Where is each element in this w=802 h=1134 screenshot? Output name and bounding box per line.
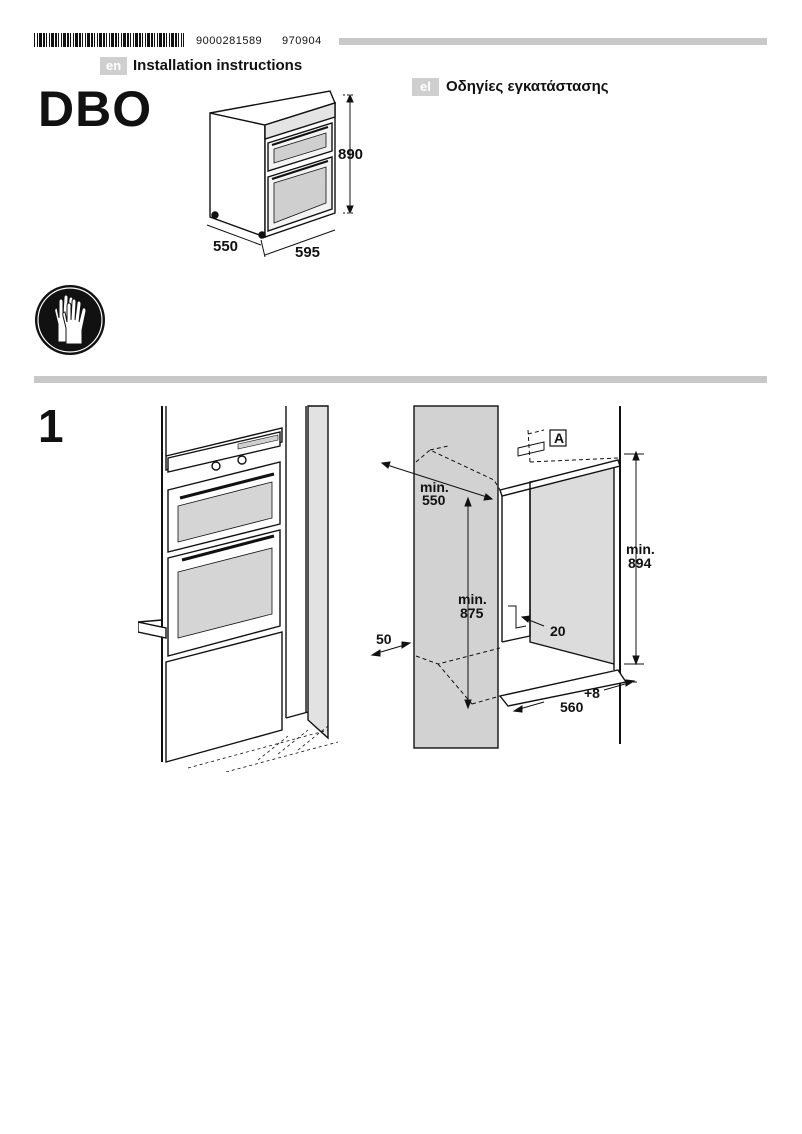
- barcode: [34, 33, 186, 47]
- gap-top-label: 20: [550, 623, 566, 639]
- wall-pillar: [307, 405, 329, 740]
- oven-width-label: 595: [295, 244, 320, 261]
- niche-dimension-drawing: A min. 550 min. 875 min. 894 20 50 +8 56…: [370, 405, 655, 749]
- marker-a-label: A: [554, 430, 564, 446]
- niche-left-wall: [413, 405, 499, 749]
- model-name: DBO: [38, 81, 153, 137]
- oven-depth-label: 550: [213, 238, 238, 255]
- worktop: [138, 621, 167, 639]
- section-divider: [34, 376, 767, 383]
- oven-height-label: 890: [338, 146, 363, 163]
- oven-control-panel: [264, 102, 336, 140]
- gap-front-label: 50: [376, 631, 392, 647]
- niche-back-wall: [529, 465, 615, 665]
- right-value-label: 894: [628, 555, 652, 571]
- depth-min-label: min.: [420, 479, 449, 495]
- oven-side: [209, 112, 266, 238]
- doc-title-en: Installation instructions: [133, 57, 303, 74]
- height-value-label: 875: [460, 605, 484, 621]
- oven-dimension-drawing: 890 550 595: [206, 90, 363, 261]
- doc-date: 970904: [282, 35, 322, 47]
- height-min-label: min.: [458, 591, 487, 607]
- doc-number: 9000281589: [196, 35, 263, 47]
- step-number: 1: [38, 400, 64, 452]
- depth-value-label: 550: [422, 492, 446, 508]
- base-cabinet-door: [165, 631, 283, 763]
- right-min-label: min.: [626, 541, 655, 557]
- header-rule: [339, 38, 767, 45]
- width-value-label: 560: [560, 699, 584, 715]
- gloves-icon: [35, 285, 105, 355]
- bracket-a: [517, 441, 545, 457]
- width-tolerance-label: +8: [584, 685, 600, 701]
- cabinet-installation-drawing: [138, 405, 339, 772]
- doc-title-el: Οδηγίες εγκατάστασης: [446, 78, 609, 95]
- lang-badge-en: en: [100, 57, 128, 75]
- lang-badge-el: el: [412, 78, 439, 96]
